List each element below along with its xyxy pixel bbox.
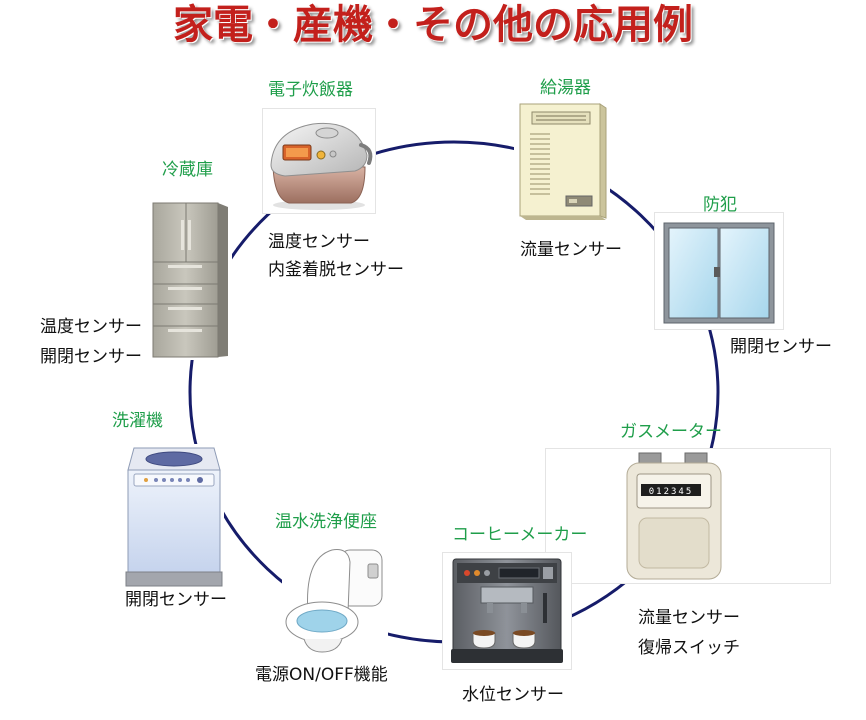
washing-machine-icon [124, 444, 224, 590]
washing-machine-label: 洗濯機 [112, 411, 163, 431]
toilet-icon [282, 540, 388, 654]
gas-meter-sensor: 復帰スイッチ [638, 638, 740, 658]
gas-meter-icon: 012345 [623, 452, 725, 582]
rice-cooker-label: 電子炊飯器 [268, 80, 353, 100]
security-sensor: 開閉センサー [730, 337, 832, 357]
refrigerator-label: 冷蔵庫 [162, 160, 213, 180]
gas-meter-sensor: 流量センサー [638, 608, 740, 628]
water-heater-label: 給湯器 [540, 78, 591, 98]
gas-meter-panel: 012345 [545, 448, 831, 584]
rice-cooker-sensor: 内釜着脱センサー [268, 260, 404, 280]
security-label: 防犯 [703, 195, 737, 215]
coffee-maker-icon [442, 552, 572, 670]
coffee-maker-label: コーヒーメーカー [452, 525, 588, 545]
rice-cooker-icon [262, 108, 376, 214]
gas-meter-display: 012345 [649, 487, 694, 497]
washing-machine-sensor: 開閉センサー [125, 590, 227, 610]
toilet-label: 温水洗浄便座 [275, 512, 377, 532]
gas-meter-label: ガスメーター [620, 422, 722, 442]
water-heater-sensor: 流量センサー [520, 240, 622, 260]
rice-cooker-sensor: 温度センサー [268, 232, 370, 252]
refrigerator-sensor: 温度センサー [40, 317, 142, 337]
toilet-feature: 電源ON/OFF機能 [255, 665, 388, 685]
window-icon [654, 212, 784, 330]
page-title: 家電・産機・その他の応用例 [173, 2, 693, 48]
water-heater-icon [514, 100, 610, 222]
coffee-maker-sensor: 水位センサー [462, 685, 564, 705]
refrigerator-sensor: 開閉センサー [40, 347, 142, 367]
refrigerator-icon [150, 200, 232, 360]
